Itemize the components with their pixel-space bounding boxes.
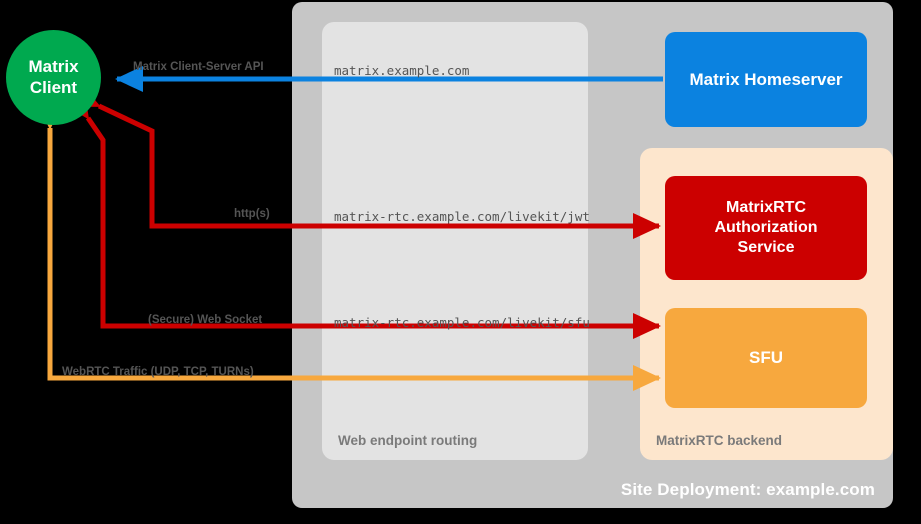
endpoint-url-matrix: matrix.example.com <box>334 63 470 78</box>
node-matrix-client-line2: Client <box>29 77 78 97</box>
edge-label-web-socket: (Secure) Web Socket <box>148 314 263 326</box>
node-sfu[interactable]: SFU <box>665 308 867 408</box>
node-auth-line3: Service <box>737 239 795 256</box>
node-auth-line1: MatrixRTC <box>725 199 806 216</box>
node-auth-line2: Authorization <box>714 219 818 236</box>
web-endpoint-routing-container: Web endpoint routing <box>322 22 588 460</box>
node-matrix-homeserver[interactable]: Matrix Homeserver <box>665 32 867 127</box>
endpoint-url-livekit-jwt: matrix-rtc.example.com/livekit/jwt <box>334 209 590 224</box>
node-matrix-client[interactable]: Matrix Client <box>6 30 101 125</box>
node-sfu-label: SFU <box>749 348 783 368</box>
node-matrixrtc-authorization-service[interactable]: MatrixRTC Authorization Service <box>665 176 867 280</box>
site-deployment-label: Site Deployment: example.com <box>620 480 875 499</box>
node-matrix-client-line1: Matrix <box>28 57 79 77</box>
edge-label-client-server-api: Matrix Client-Server API <box>133 61 264 73</box>
node-matrix-homeserver-label: Matrix Homeserver <box>689 69 843 89</box>
matrixrtc-backend-label: MatrixRTC backend <box>656 433 783 448</box>
edge-label-webrtc-traffic: WebRTC Traffic (UDP, TCP, TURNs) <box>62 366 254 378</box>
edge-label-https: http(s) <box>234 208 270 220</box>
endpoint-url-livekit-sfu: matrix-rtc.example.com/livekit/sfu <box>334 315 590 330</box>
web-endpoint-routing-label: Web endpoint routing <box>338 433 478 448</box>
